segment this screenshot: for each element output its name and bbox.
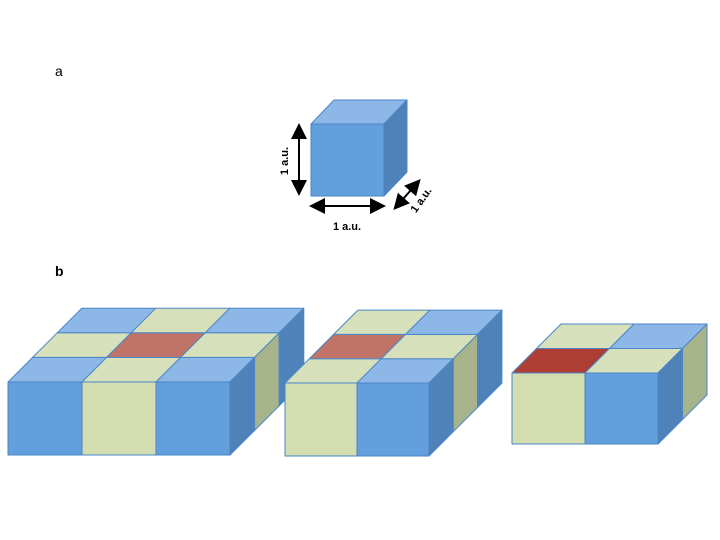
panel-a-label: a [55, 63, 63, 79]
front-face [284, 382, 358, 457]
front-face [511, 372, 586, 445]
depth-arrow [393, 178, 421, 211]
side-face [682, 323, 708, 420]
front-face [356, 382, 430, 457]
side-face [477, 309, 503, 408]
assembly-2x2 [511, 323, 708, 445]
panel-b-label: b [55, 263, 64, 279]
assembly-2x3 [284, 309, 503, 457]
unit-cube [310, 99, 408, 197]
front-face [584, 372, 659, 445]
front-face [155, 381, 231, 456]
assembly-3x3 [7, 307, 305, 456]
front-face [81, 381, 157, 456]
height-label: 1 a.u. [279, 147, 291, 175]
unit-cube-front-face [310, 123, 385, 197]
front-face [7, 381, 83, 456]
width-label: 1 a.u. [333, 221, 361, 233]
